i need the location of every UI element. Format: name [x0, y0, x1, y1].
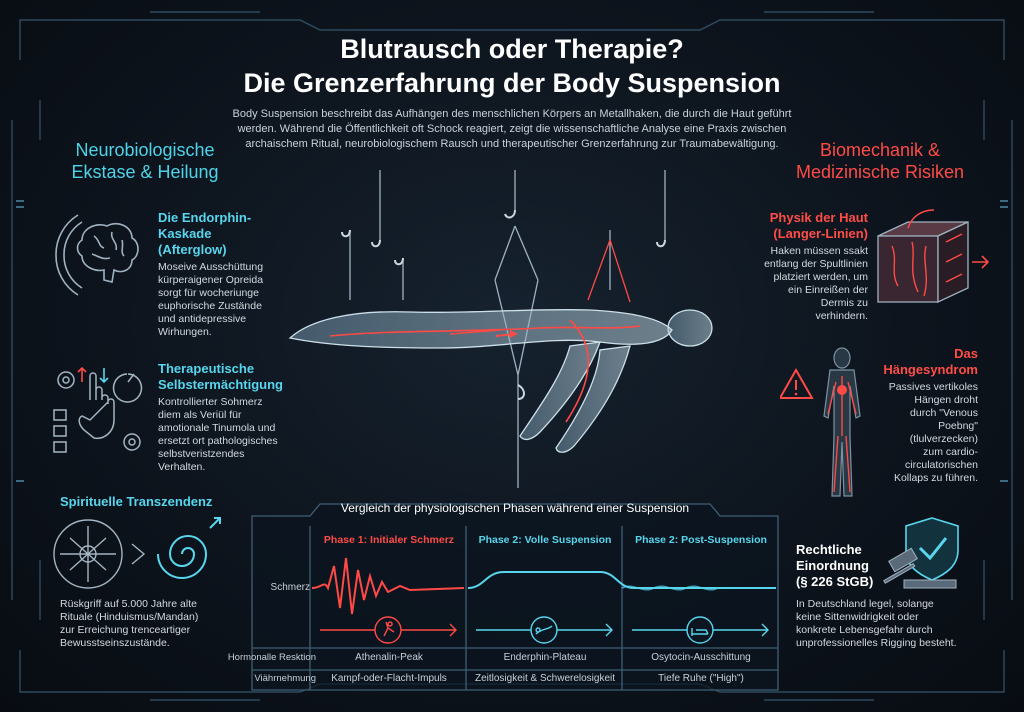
comparison-panel-frame — [251, 503, 779, 691]
header: Blutrausch oder Therapie? Die Grenzerfah… — [170, 32, 854, 100]
right-section-title: Biomechanik & Medizinische Risiken — [795, 140, 965, 182]
intro-line: werden. Während die Öffentlichkeit oft S… — [237, 123, 787, 135]
row-label-hormone: Hormonalle Resktion — [227, 652, 316, 663]
spiritual-symbols-icon — [53, 517, 221, 589]
row-label-pain: Schmerz — [270, 582, 310, 593]
empowerment-subtitle: Selbstermächtigung — [158, 377, 283, 392]
intro-line: archaischem Ritual, neurobiologischem Ra… — [245, 138, 779, 150]
gavel-shield-icon — [883, 517, 959, 589]
page-title-line1: Blutrausch oder Therapie? — [340, 34, 684, 64]
empowerment-block: Therapeutische Selbstermächtigung Kontro… — [158, 361, 318, 474]
endorphin-block: Die Endorphin-Kaskade (Afterglow) Moseiv… — [158, 210, 298, 339]
page-title-line2: Die Grenzerfahrung der Body Suspension — [243, 68, 781, 98]
legal-paragraph: (§ 226 StGB) — [796, 574, 874, 589]
running-icon — [374, 616, 402, 644]
phase3-perception: Tiefe Ruhe ("High") — [658, 673, 744, 684]
skin-physics-block: Physik der Haut (Langer-Linien) Haken mü… — [700, 210, 868, 323]
phase2-hormone: Enderphin-Plateau — [503, 652, 587, 663]
hanging-syndrome-illustration — [780, 347, 861, 497]
skin-layer-icon — [877, 209, 990, 304]
empowerment-title: Therapeutische — [158, 361, 255, 376]
phase1-title: Phase 1: Initialer Schmerz — [323, 534, 455, 546]
spiritual-title: Spirituelle Transzendenz — [60, 494, 213, 509]
suspended-body-illustration — [288, 170, 713, 488]
endorphin-title: Die Endorphin-Kaskade — [158, 210, 252, 241]
endorphin-subtitle: (Afterglow) — [158, 242, 227, 257]
brain-icon — [55, 214, 139, 296]
empowerment-icon — [53, 366, 143, 453]
phase1-perception: Kampf-oder-Flacht-Impuls — [331, 673, 447, 684]
legal-subtitle: Einordnung — [796, 558, 869, 573]
phase2-title: Phase 2: Volle Suspension — [478, 534, 612, 546]
hanging-syndrome-subtitle: Hängesyndrom — [883, 362, 978, 377]
comparison-title: Vergleich der physiologischen Phasen wäh… — [340, 501, 690, 515]
legal-block-heading: Rechtliche Einordnung (§ 226 StGB) — [796, 542, 916, 590]
skin-physics-title: Physik der Haut — [769, 210, 868, 225]
left-section-title: Neurobiologische Ekstase & Heilung — [71, 140, 219, 182]
legal-title: Rechtliche — [796, 542, 862, 557]
intro-line: Body Suspension beschreibt das Aufhängen… — [232, 108, 792, 120]
phase3-title: Phase 2: Post-Suspension — [635, 534, 767, 546]
warning-icon — [780, 367, 814, 399]
skin-physics-subtitle: (Langer-Linien) — [773, 226, 868, 241]
phase1-hormone: Athenalin-Peak — [355, 652, 423, 663]
row-label-perception: Viährnehmung — [254, 673, 316, 684]
intro-text: Body Suspension beschreibt das Aufhängen… — [200, 107, 824, 152]
phase3-hormone: Osytocin-Ausschittung — [651, 652, 751, 663]
phase2-perception: Zeitlosigkeit & Schwerelosigkeit — [474, 673, 616, 684]
hanging-syndrome-title: Das — [954, 346, 978, 361]
